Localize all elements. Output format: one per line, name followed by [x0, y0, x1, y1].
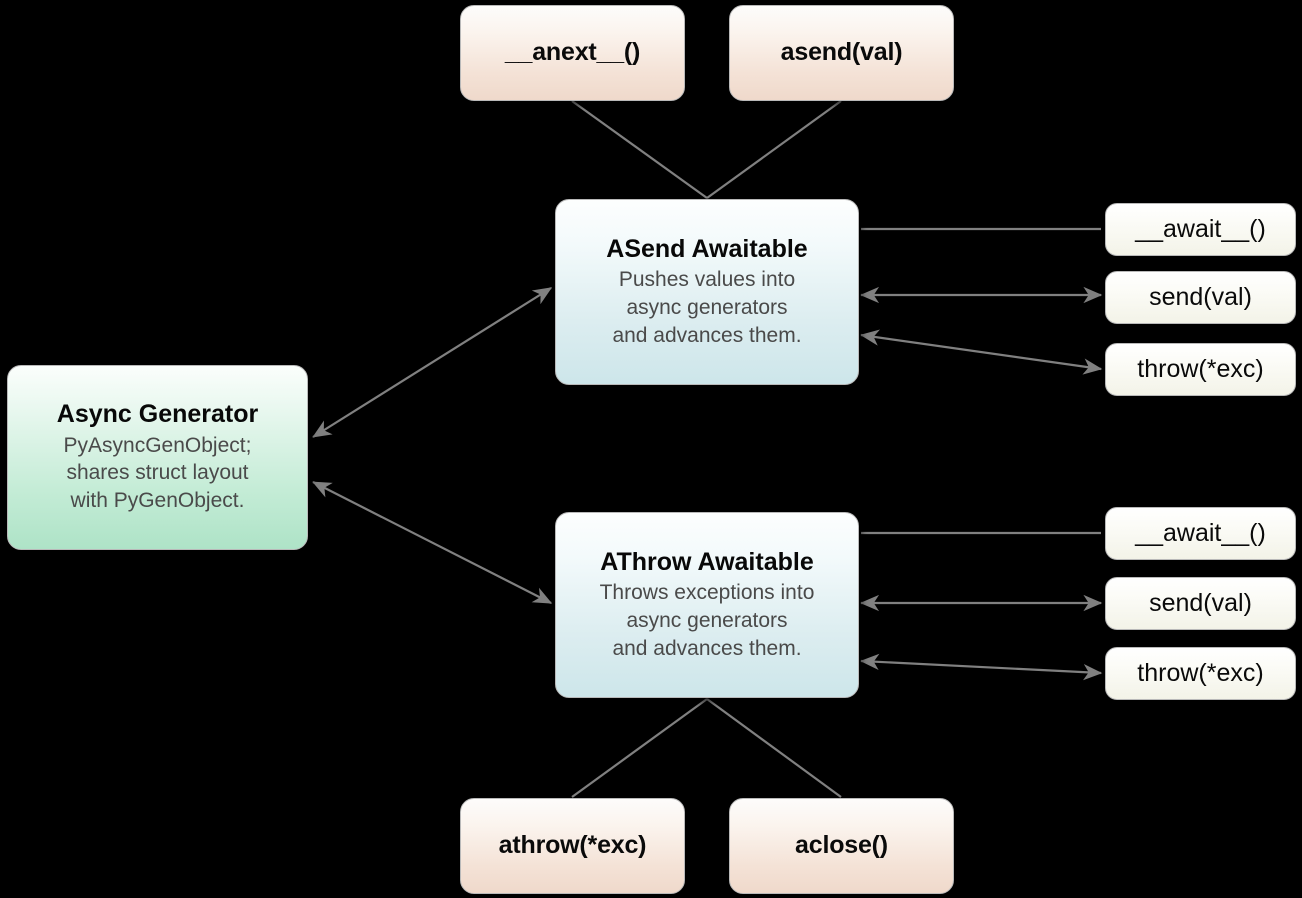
desc-line: PyAsyncGenObject; — [63, 433, 252, 457]
node-label: __anext__() — [504, 38, 641, 67]
desc-line: Pushes values into — [618, 268, 796, 292]
node-label: send(val) — [1149, 588, 1252, 617]
node-anext-method[interactable]: __anext__() — [460, 5, 685, 101]
desc-line: async generators — [626, 608, 788, 632]
node-label: throw(*exc) — [1137, 354, 1264, 383]
node-label: __await__() — [1135, 214, 1266, 243]
edge-athrow-method-to-athrow — [571, 698, 708, 798]
edge-generator-athrow — [312, 481, 553, 604]
node-description: PyAsyncGenObject; shares struct layout w… — [64, 432, 252, 515]
desc-line: shares struct layout — [66, 461, 249, 485]
edge-anext-to-asend — [571, 100, 708, 199]
edge-generator-asend — [312, 287, 553, 438]
desc-line: and advances them. — [612, 323, 802, 347]
node-athrow-send-method[interactable]: send(val) — [1105, 577, 1296, 630]
node-athrow-awaitable[interactable]: AThrow Awaitable Throws exceptions into … — [555, 512, 859, 698]
node-athrow-throw-method[interactable]: throw(*exc) — [1105, 647, 1296, 700]
node-asend-await-method[interactable]: __await__() — [1105, 203, 1296, 256]
node-asend-awaitable[interactable]: ASend Awaitable Pushes values into async… — [555, 199, 859, 385]
node-asend-method[interactable]: asend(val) — [729, 5, 954, 101]
node-title: Async Generator — [56, 400, 259, 429]
node-asend-send-method[interactable]: send(val) — [1105, 271, 1296, 324]
edge-asend-throw — [860, 329, 1103, 375]
desc-line: async generators — [626, 295, 788, 319]
node-asend-throw-method[interactable]: throw(*exc) — [1105, 343, 1296, 396]
desc-line: and advances them. — [612, 636, 802, 660]
node-title: ASend Awaitable — [606, 234, 808, 263]
node-athrow-await-method[interactable]: __await__() — [1105, 507, 1296, 560]
edge-asend-method-to-asend — [706, 100, 842, 199]
node-label: __await__() — [1135, 518, 1266, 547]
node-aclose-method[interactable]: aclose() — [729, 798, 954, 894]
node-label: throw(*exc) — [1137, 658, 1264, 687]
node-description: Throws exceptions into async generators … — [600, 579, 815, 662]
node-label: athrow(*exc) — [498, 831, 647, 860]
desc-line: with PyGenObject. — [70, 489, 245, 513]
node-label: asend(val) — [780, 38, 903, 67]
edge-athrow-throw — [860, 653, 1103, 681]
edge-aclose-to-athrow — [706, 698, 842, 798]
node-athrow-method[interactable]: athrow(*exc) — [460, 798, 685, 894]
node-title: AThrow Awaitable — [600, 547, 814, 576]
node-label: send(val) — [1149, 282, 1252, 311]
desc-line: Throws exceptions into — [599, 581, 815, 605]
node-description: Pushes values into async generators and … — [612, 266, 801, 349]
node-label: aclose() — [795, 831, 888, 860]
node-async-generator[interactable]: Async Generator PyAsyncGenObject; shares… — [7, 365, 308, 550]
